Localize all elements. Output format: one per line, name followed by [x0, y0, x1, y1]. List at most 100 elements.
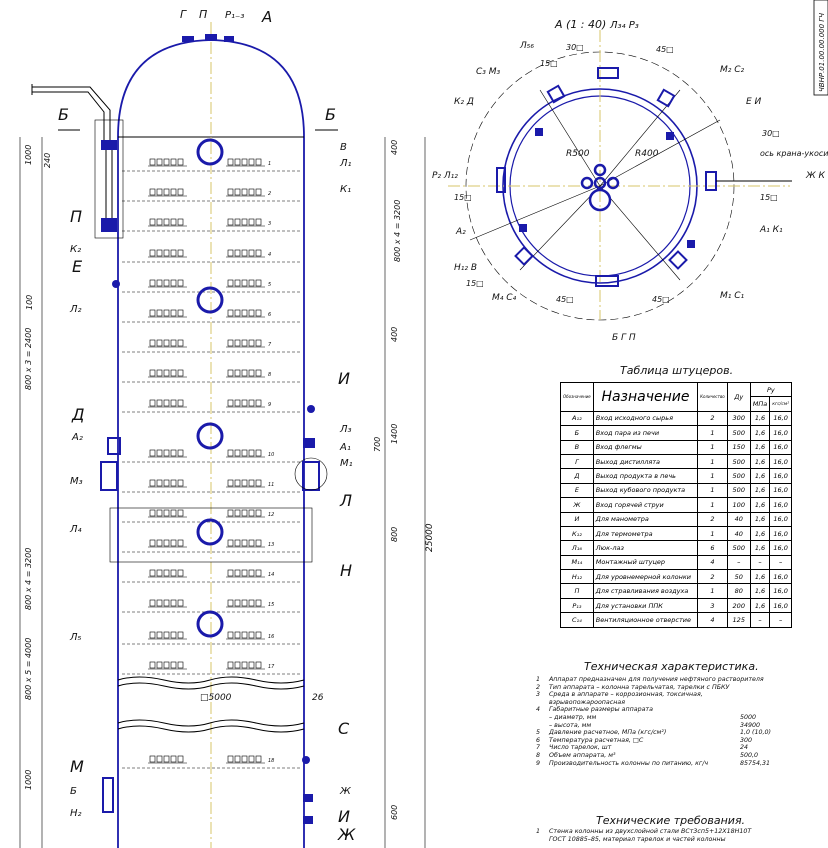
item-num: 2 [536, 683, 541, 691]
cell-mark: Д [560, 468, 594, 484]
tray-valve-group [148, 479, 187, 488]
plan-dim-45-br: 45□ [652, 295, 670, 304]
label-k1: К₁ [340, 184, 351, 195]
tray-valve-group [226, 279, 265, 288]
header-qty: Количество [697, 382, 728, 412]
cell-qty: 2 [697, 511, 728, 527]
dim-240: 240 [43, 153, 52, 168]
plan-dim-30-top: 30□ [566, 43, 584, 52]
item-text: Аппарат предназначен для получения нефтя… [549, 676, 764, 683]
item-num: 9 [536, 759, 541, 767]
plan-label-n12v: Н₁₂ В [454, 263, 477, 273]
plan-r500: R500 [566, 149, 590, 159]
tray-number: 7 [268, 342, 272, 348]
manhole [196, 286, 224, 314]
plan-dim-15-bl: 15□ [466, 279, 484, 288]
cell-mark: Б [560, 425, 594, 441]
cell-mpa: 1,6 [749, 425, 771, 441]
header-purpose: Назначение [592, 382, 699, 412]
label-n: Н [340, 561, 352, 580]
tray-number: 6 [268, 312, 271, 318]
dimension-lines [19, 137, 426, 848]
cell-purpose: Монтажный штуцер [592, 554, 699, 571]
manhole [196, 422, 224, 450]
label-v: В [340, 142, 347, 153]
plan-label-zhk: Ж К [805, 171, 826, 181]
cell-mpa: 1,6 [749, 583, 771, 599]
cell-mpa: 1,6 [749, 569, 771, 585]
item-value: 85754,31 [740, 759, 771, 767]
item-num: 1 [536, 828, 541, 835]
item-text: Габаритные размеры аппарата [549, 706, 653, 714]
cell-mark: М₁₄ [560, 554, 594, 571]
item-value: 1,0 (10,0) [740, 729, 771, 737]
cell-kgs: 16,0 [769, 410, 792, 427]
cell-mpa: 1,6 [749, 439, 771, 455]
side-nozzles [100, 280, 328, 824]
cell-qty: 1 [697, 525, 728, 542]
cell-mpa: – [749, 612, 771, 628]
tray-valve-group [226, 188, 265, 197]
label-i-bottom: И [338, 807, 350, 826]
cell-mark: И [560, 511, 594, 527]
item-text: Стенка колонны из двухслойной стали ВСт3… [549, 828, 752, 835]
cell-qty: 1 [697, 439, 728, 455]
manhole [196, 518, 224, 546]
cell-purpose: Вход пара из печи [592, 425, 699, 441]
plan-label-bgp: Б Г П [612, 333, 636, 343]
tray-number: 14 [268, 572, 274, 578]
item-value: 300 [740, 736, 753, 744]
manhole [196, 610, 224, 638]
item-num: 8 [536, 751, 541, 759]
cell-purpose: Выход кубового продукта [592, 482, 699, 499]
cell-qty: 1 [697, 482, 728, 499]
cell-qty: 1 [697, 425, 728, 441]
item-text: Число тарелок, шт [549, 744, 612, 752]
cell-mark: А₁₂ [560, 410, 594, 427]
plan-view [448, 0, 828, 321]
label-k2: К₂ [70, 244, 81, 255]
cell-du: – [726, 554, 751, 571]
tray-number: 13 [268, 542, 274, 548]
tray-valve-group [226, 158, 265, 167]
dim-diameter: □5000 [200, 693, 232, 703]
plan-label-m4c4: М₄ С₄ [492, 293, 517, 303]
cell-kgs: 16,0 [769, 482, 792, 499]
cell-du: 500 [726, 425, 751, 441]
label-a2: А₂ [71, 432, 83, 443]
tray-number: 12 [268, 512, 274, 518]
plan-title: А (1 : 40) [554, 18, 606, 31]
drawing-labels: Г П Р₁₋₃ А Б Б В Л₁ К₁ П К₂ Е Л₂ И Д А₂ … [24, 8, 828, 844]
plan-dim-30-right: 30□ [762, 129, 780, 138]
cell-mpa: 1,6 [749, 540, 771, 556]
cell-kgs: – [769, 612, 792, 628]
tray-valve-group [226, 509, 265, 518]
label-zh-bottom: Ж [337, 825, 356, 844]
tray-number: 1 [268, 161, 271, 167]
label-l4: Л₄ [69, 524, 82, 535]
tray-valve-group [226, 755, 265, 764]
cell-mark: В [560, 439, 594, 455]
cell-mark: П [560, 583, 594, 599]
cell-kgs: 16,0 [769, 497, 792, 513]
tray-valve-group [226, 631, 265, 640]
plan-label-l56: Л₅₆ [519, 41, 534, 51]
tray-valve-group [148, 309, 187, 318]
plan-r400: R400 [635, 149, 659, 159]
tray-valve-group [226, 569, 265, 578]
tray-number: 2 [268, 191, 271, 197]
item-text: – высота, мм [549, 721, 592, 729]
cell-mpa: 1,6 [749, 525, 771, 542]
label-a1: А₁ [339, 442, 351, 453]
nozzle-table-title: Таблица штуцеров. [620, 364, 734, 377]
cell-purpose: Для термометра [592, 525, 699, 542]
